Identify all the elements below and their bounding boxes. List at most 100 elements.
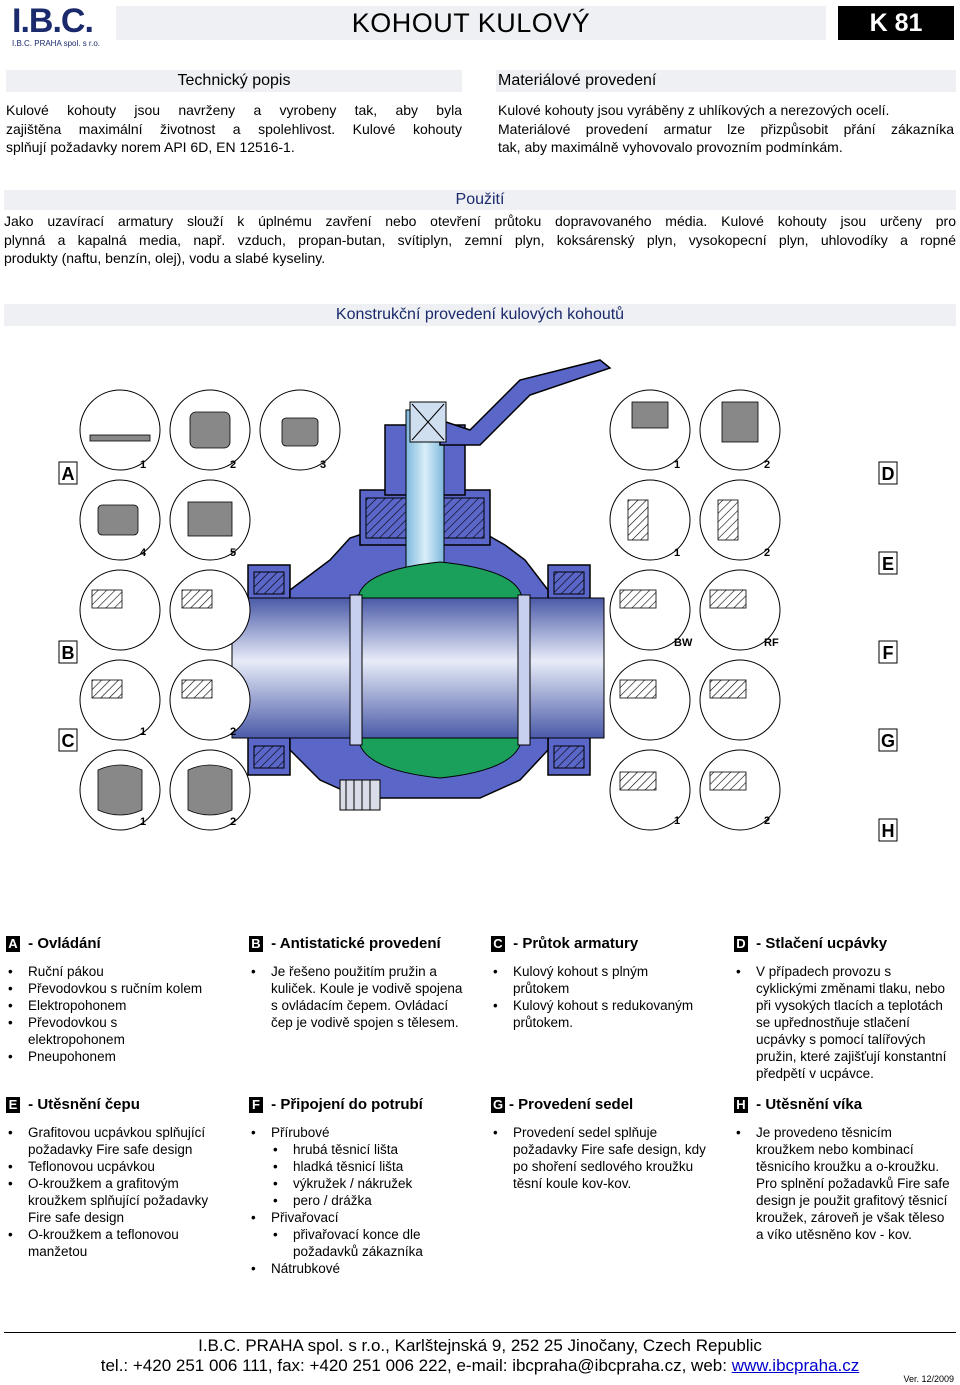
category-b-title: - Antistatické provedení xyxy=(267,935,441,952)
version-label: Ver. 12/2009 xyxy=(903,1374,954,1384)
category-c-letter: C xyxy=(491,936,505,952)
list-item: V případech provozu s cyklickými změnami… xyxy=(736,963,954,1082)
list-item: Teflonovou ucpávkou xyxy=(8,1158,224,1175)
sub-list-item: hrubá těsnicí lišta xyxy=(273,1141,477,1158)
category-e-title: - Utěsnění čepu xyxy=(24,1096,140,1113)
list-item: O-kroužkem a grafitovým kroužkem splňují… xyxy=(8,1175,224,1226)
category-h: H - Utěsnění víka Je provedeno těsnicím … xyxy=(734,1095,956,1243)
letter-d: D xyxy=(882,464,895,484)
footer-divider xyxy=(4,1332,956,1333)
technical-heading: Technický popis xyxy=(6,70,462,92)
list-item: Grafitovou ucpávkou splňující požadavky … xyxy=(8,1124,224,1158)
sub-list: přivařovací konce dle požadavků zákazník… xyxy=(271,1226,477,1260)
pipe-bore xyxy=(231,597,605,739)
material-line: Materiálové provedení armatur lze přizpů… xyxy=(498,120,954,137)
letter-e: E xyxy=(882,554,894,574)
category-f-heading: F - Připojení do potrubí xyxy=(249,1095,479,1115)
usage-line: Jako uzavírací armatury slouží k úplnému… xyxy=(4,213,956,229)
category-a-title: - Ovládání xyxy=(24,935,101,952)
list-item: Je řešeno použitím pružin a kuliček. Kou… xyxy=(251,963,471,1031)
technical-line: splňují požadavky norem API 6D, EN 12516… xyxy=(6,139,295,155)
technical-line: Kulové kohouty jsou navrženy a vyrobeny … xyxy=(6,102,462,118)
usage-heading: Použití xyxy=(4,190,956,210)
category-c-list: Kulový kohout s plným průtokem Kulový ko… xyxy=(491,963,713,1031)
usage-line: plynná a kapalná media, např. vzduch, pr… xyxy=(4,231,956,248)
category-a: A - Ovládání Ruční pákou Převodovkou s r… xyxy=(6,934,236,1065)
detail-number: 2 xyxy=(764,815,770,827)
category-c-title: - Průtok armatury xyxy=(509,935,639,952)
list-item: Je provedeno těsnicím kroužkem nebo komb… xyxy=(736,1124,954,1243)
letter-f: F xyxy=(883,643,894,663)
category-b-letter: B xyxy=(249,936,263,952)
usage-line: produkty (naftu, benzín, olej), vodu a s… xyxy=(4,250,326,266)
category-b-list: Je řešeno použitím pružin a kuliček. Kou… xyxy=(249,963,471,1031)
category-e: E - Utěsnění čepu Grafitovou ucpávkou sp… xyxy=(6,1095,236,1260)
letter-b: B xyxy=(62,643,75,663)
detail-number: 3 xyxy=(320,459,326,471)
detail-number: 2 xyxy=(764,459,770,471)
list-item: Pneupohonem xyxy=(8,1048,236,1065)
category-a-list: Ruční pákou Převodovkou s ručním kolem E… xyxy=(6,963,236,1065)
detail-c1 xyxy=(79,659,161,741)
category-e-letter: E xyxy=(6,1097,20,1113)
detail-a1 xyxy=(79,389,161,471)
technical-line: zajištěna maximální životnost a spolehli… xyxy=(6,120,462,137)
ball xyxy=(357,561,523,599)
page-title: KOHOUT KULOVÝ xyxy=(351,8,591,38)
company-logo-subtitle: I.B.C. PRAHA spol. s r.o. xyxy=(12,39,101,48)
category-e-list: Grafitovou ucpávkou splňující požadavky … xyxy=(6,1124,224,1260)
list-item: Nátrubkové xyxy=(251,1260,477,1277)
detail-number: 4 xyxy=(140,547,147,559)
detail-g2 xyxy=(699,659,781,741)
category-g-letter: G xyxy=(491,1097,505,1113)
construction-heading: Konstrukční provedení kulových kohoutů xyxy=(4,304,956,326)
detail-number: 1 xyxy=(140,816,146,828)
list-item: Přírubové hrubá těsnicí lišta hladká těs… xyxy=(251,1124,477,1209)
list-item: Provedení sedel splňuje požadavky Fire s… xyxy=(493,1124,719,1192)
product-code: K 81 xyxy=(838,6,954,40)
rf-label: RF xyxy=(764,637,779,649)
detail-number: 2 xyxy=(230,726,236,738)
category-a-letter: A xyxy=(6,936,20,952)
detail-number: 2 xyxy=(230,459,236,471)
list-item-label: Přírubové xyxy=(271,1125,330,1140)
list-item-label: Přivařovací xyxy=(271,1210,339,1225)
category-g: G- Provedení sedel Provedení sedel splňu… xyxy=(491,1095,721,1192)
sub-list-item: hladká těsnicí lišta xyxy=(273,1158,477,1175)
category-g-list: Provedení sedel splňuje požadavky Fire s… xyxy=(491,1124,719,1192)
category-h-title: - Utěsnění víka xyxy=(752,1096,863,1113)
category-b: B - Antistatické provedení Je řešeno pou… xyxy=(249,934,479,1031)
usage-text: Jako uzavírací armatury slouží k úplnému… xyxy=(4,212,956,268)
category-h-letter: H xyxy=(734,1097,748,1113)
company-logo: I.B.C. xyxy=(12,2,94,40)
material-heading: Materiálové provedení xyxy=(496,70,956,92)
website-link[interactable]: www.ibcpraha.cz xyxy=(731,1356,860,1375)
category-g-title: - Provedení sedel xyxy=(509,1096,634,1113)
technical-text: Kulové kohouty jsou navrženy a vyrobeny … xyxy=(6,101,462,157)
category-d-heading: D - Stlačení ucpávky xyxy=(734,934,956,954)
letter-c: C xyxy=(62,731,75,751)
list-item: Kulový kohout s redukovaným průtokem. xyxy=(493,997,713,1031)
letter-a: A xyxy=(62,464,75,484)
list-item: Elektropohonem xyxy=(8,997,236,1014)
ball-lower xyxy=(357,737,523,779)
category-g-heading: G- Provedení sedel xyxy=(491,1095,721,1115)
detail-b1 xyxy=(79,569,161,651)
detail-number: 1 xyxy=(674,547,680,559)
detail-g1 xyxy=(609,659,691,741)
category-d-list: V případech provozu s cyklickými změnami… xyxy=(734,963,954,1082)
footer-contact: tel.: +420 251 006 111, fax: +420 251 00… xyxy=(0,1356,960,1376)
sub-list: hrubá těsnicí lišta hladká těsnicí lišta… xyxy=(271,1141,477,1209)
category-d-title: - Stlačení ucpávky xyxy=(752,935,888,952)
detail-number: 2 xyxy=(764,547,770,559)
detail-number: 1 xyxy=(674,459,680,471)
category-f: F - Připojení do potrubí Přírubové hrubá… xyxy=(249,1095,479,1277)
material-line: Kulové kohouty jsou vyráběny z uhlíkovýc… xyxy=(498,102,890,118)
list-item: Převodovkou s ručním kolem xyxy=(8,980,236,997)
letter-g: G xyxy=(881,731,895,751)
lever-handle xyxy=(439,359,612,446)
sub-list-item: přivařovací konce dle požadavků zákazník… xyxy=(273,1226,477,1260)
category-a-heading: A - Ovládání xyxy=(6,934,236,954)
category-f-title: - Připojení do potrubí xyxy=(267,1096,423,1113)
list-item: Přivařovací přivařovací konce dle požada… xyxy=(251,1209,477,1260)
